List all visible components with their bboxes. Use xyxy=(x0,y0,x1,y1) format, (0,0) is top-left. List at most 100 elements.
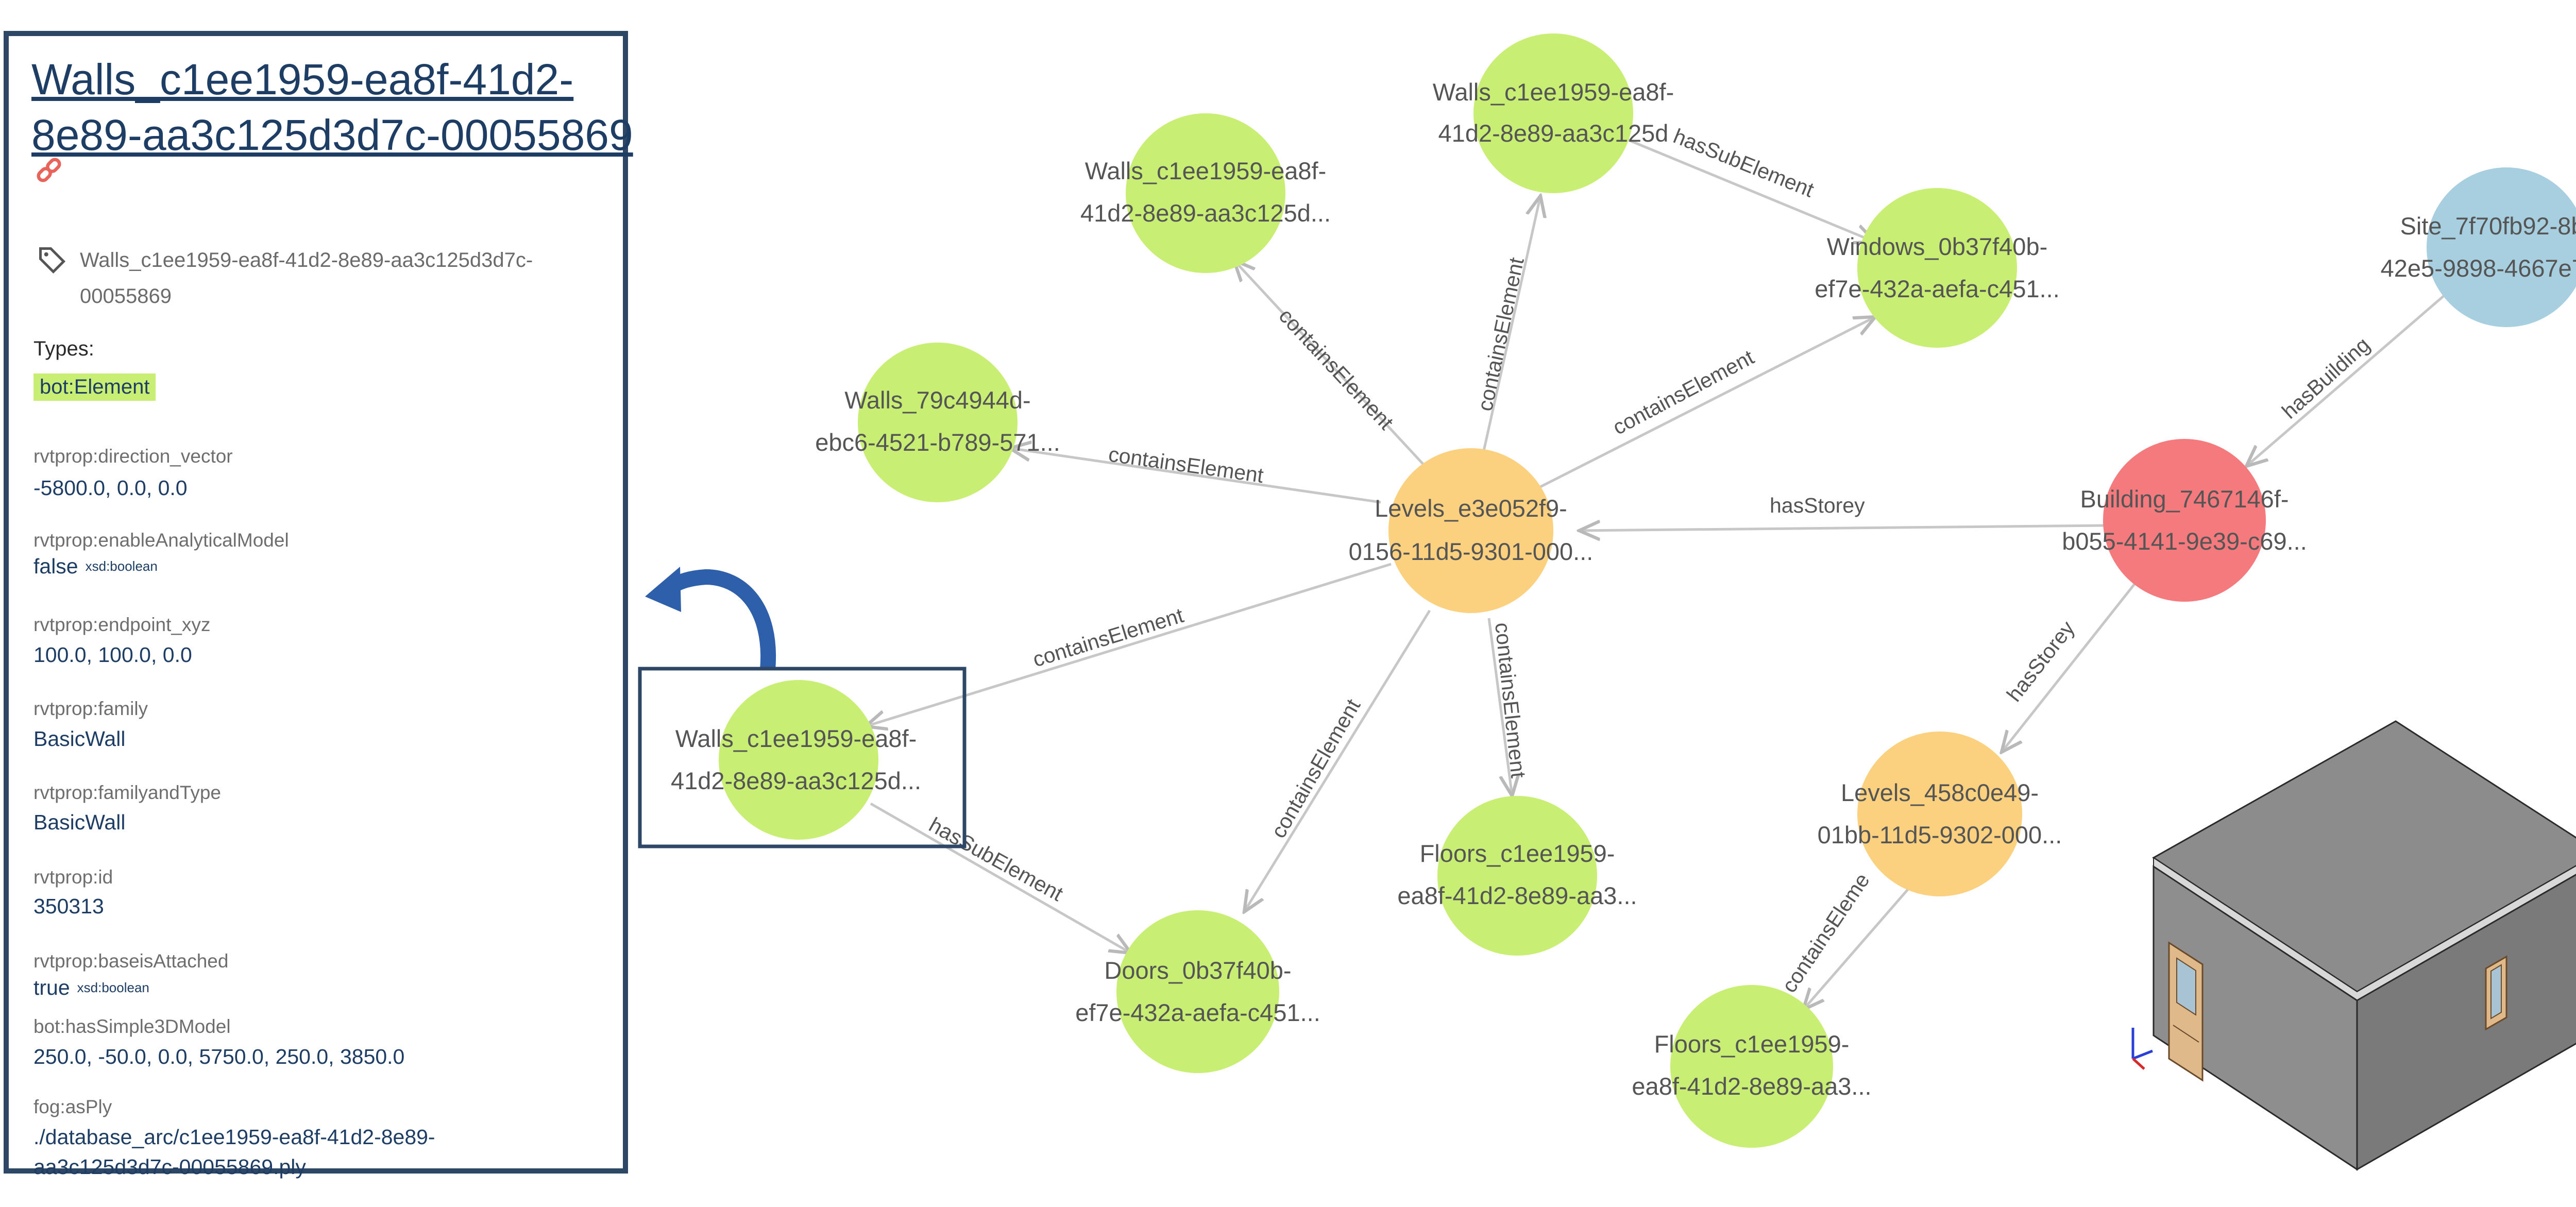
node-circle[interactable] xyxy=(1857,732,2022,896)
property-value: 350313 xyxy=(33,891,104,921)
node-label: Walls_c1ee1959-ea8f- xyxy=(1085,157,1327,184)
graph-node-floors-mid[interactable]: Floors_c1ee1959- ea8f-41d2-8e89-aa3... xyxy=(1397,796,1637,956)
node-label: b055-4141-9e39-c69... xyxy=(2062,528,2307,555)
graph-edge xyxy=(1607,130,1875,242)
property-value-text: BasicWall xyxy=(33,810,126,834)
property-label: bot:hasSimple3DModel xyxy=(33,1016,231,1037)
node-label: Doors_0b37f40b- xyxy=(1104,957,1291,984)
graph-edge xyxy=(1234,260,1433,475)
axis-y-icon xyxy=(2132,1058,2145,1070)
node-circle[interactable] xyxy=(1473,33,1633,193)
edge-label: containsElement xyxy=(1609,345,1758,439)
resource-id-line1: Walls_c1ee1959-ea8f-41d2-8e89-aa3c125d3d… xyxy=(80,249,533,271)
door-icon xyxy=(2168,941,2204,1082)
edge-label: containsElement xyxy=(1107,442,1265,487)
property-value: -5800.0, 0.0, 0.0 xyxy=(33,473,188,503)
graph-edge xyxy=(1487,618,1512,796)
resource-id-label: Walls_c1ee1959-ea8f-41d2-8e89-aa3c125d3d… xyxy=(80,242,595,314)
node-circle[interactable] xyxy=(858,343,1018,502)
graph-node-levels-main[interactable]: Levels_e3e052f9- 0156-11d5-9301-000... xyxy=(1349,448,1594,613)
property-label: rvtprop:endpoint_xyz xyxy=(33,614,211,635)
node-label: 42e5-9898-4667e717... xyxy=(2381,254,2576,282)
graph-node-walls-selected[interactable]: Walls_c1ee1959-ea8f- 41d2-8e89-aa3c125d.… xyxy=(671,680,921,840)
axis-x-icon xyxy=(2132,1049,2153,1060)
tag-icon xyxy=(39,247,66,274)
selection-box xyxy=(638,667,967,848)
property-value: 250.0, -50.0, 0.0, 5750.0, 250.0, 3850.0 xyxy=(33,1042,404,1072)
resource-title-line2[interactable]: 8e89-aa3c125d3d7c-00055869 xyxy=(31,111,633,159)
property-value: false xsd:boolean xyxy=(33,551,158,581)
graph-node-walls-upper[interactable]: Walls_c1ee1959-ea8f- 41d2-8e89-aa3c125d.… xyxy=(1080,113,1331,273)
property-label: rvtprop:direction_vector xyxy=(33,446,233,467)
property-value-text: ./database_arc/c1ee1959-ea8f-41d2-8e89- xyxy=(33,1125,435,1149)
datatype-label: xsd:boolean xyxy=(85,558,158,574)
property-label: rvtprop:family xyxy=(33,698,148,719)
node-label: ea8f-41d2-8e89-aa3... xyxy=(1397,882,1637,909)
node-label: Site_7f70fb92-8b7f- xyxy=(2400,212,2576,240)
node-label: 0156-11d5-9301-000... xyxy=(1349,538,1594,565)
node-label: ef7e-432a-aefa-c451... xyxy=(1815,275,2060,302)
pointer-arrow-icon xyxy=(666,569,776,671)
graph-node-walls-top[interactable]: Walls_c1ee1959-ea8f- 41d2-8e89-aa3c125d xyxy=(1433,33,1674,193)
node-label: Levels_458c0e49- xyxy=(1841,779,2039,806)
node-label: ef7e-432a-aefa-c451... xyxy=(1075,999,1320,1026)
graph-node-doors[interactable]: Doors_0b37f40b- ef7e-432a-aefa-c451... xyxy=(1075,910,1320,1073)
node-circle[interactable] xyxy=(1388,448,1553,613)
properties-panel: Walls_c1ee1959-ea8f-41d2- 8e89-aa3c125d3… xyxy=(4,31,633,1179)
node-circle[interactable] xyxy=(719,680,878,840)
node-label: 41d2-8e89-aa3c125d... xyxy=(671,767,921,794)
node-circle[interactable] xyxy=(1437,796,1597,956)
node-label: 01bb-11d5-9302-000... xyxy=(1818,821,2062,848)
property-value: 100.0, 100.0, 0.0 xyxy=(33,640,192,670)
node-label: 41d2-8e89-aa3c125d... xyxy=(1080,199,1331,227)
property-value-text: false xyxy=(33,554,78,578)
building-3d-model xyxy=(2131,720,2576,1171)
graph-node-walls-79c[interactable]: Walls_79c4944d- ebc6-4521-b789-571... xyxy=(815,343,1060,502)
graph-nodes: Walls_c1ee1959-ea8f- 41d2-8e89-aa3c125d … xyxy=(671,33,2576,1148)
node-label: Building_7467146f- xyxy=(2080,485,2289,513)
door-glass xyxy=(2176,957,2196,1016)
graph-node-building[interactable]: Building_7467146f- b055-4141-9e39-c69... xyxy=(2062,439,2307,602)
resource-title-line1[interactable]: Walls_c1ee1959-ea8f-41d2- xyxy=(31,55,574,104)
node-label: 41d2-8e89-aa3c125d xyxy=(1438,120,1669,147)
property-value-text: -5800.0, 0.0, 0.0 xyxy=(33,476,188,500)
edge-label: containsElement xyxy=(1473,255,1529,413)
edge-label: hasStorey xyxy=(1770,494,1865,517)
property-value-text: true xyxy=(33,976,70,999)
resource-id-line2: 00055869 xyxy=(80,285,172,308)
property-value-text: 250.0, -50.0, 0.0, 5750.0, 250.0, 3850.0 xyxy=(33,1045,405,1068)
graph-node-site[interactable]: Site_7f70fb92-8b7f- 42e5-9898-4667e717..… xyxy=(2381,167,2576,327)
node-circle[interactable] xyxy=(1857,188,2017,348)
node-circle[interactable] xyxy=(1116,910,1279,1073)
node-circle[interactable] xyxy=(1670,985,1833,1148)
node-label: ebc6-4521-b789-571... xyxy=(815,429,1060,456)
type-badge[interactable]: bot:Element xyxy=(33,373,156,401)
node-label: Walls_79c4944d- xyxy=(844,386,1030,414)
property-label: rvtprop:id xyxy=(33,866,113,888)
link-icon[interactable] xyxy=(33,155,64,185)
door-panel-line xyxy=(2173,1025,2199,1043)
node-label: Floors_c1ee1959- xyxy=(1420,840,1615,867)
pointer-arrowhead-icon xyxy=(645,567,681,612)
node-label: ea8f-41d2-8e89-aa3... xyxy=(1632,1073,1871,1100)
graph-edges xyxy=(866,130,2453,1010)
property-value-text: aa3c125d3d7c-00055869.ply xyxy=(33,1155,306,1179)
property-value: ./database_arc/c1ee1959-ea8f-41d2-8e89- … xyxy=(33,1122,435,1182)
graph-node-levels-2[interactable]: Levels_458c0e49- 01bb-11d5-9302-000... xyxy=(1818,732,2062,896)
node-label: Walls_c1ee1959-ea8f- xyxy=(675,725,917,752)
property-value: BasicWall xyxy=(33,807,125,837)
property-value-text: BasicWall xyxy=(33,727,126,751)
building-wall-right xyxy=(2356,874,2576,1171)
property-label: rvtprop:baseisAttached xyxy=(33,950,229,972)
node-circle[interactable] xyxy=(1126,113,1285,273)
node-circle[interactable] xyxy=(2427,167,2576,327)
property-label: fog:asPly xyxy=(33,1096,112,1117)
graph-edge xyxy=(1010,448,1381,504)
resource-title-link[interactable]: Walls_c1ee1959-ea8f-41d2- 8e89-aa3c125d3… xyxy=(31,52,634,163)
graph-node-windows[interactable]: Windows_0b37f40b- ef7e-432a-aefa-c451... xyxy=(1815,188,2060,348)
graph-edge xyxy=(2246,287,2453,466)
window-glass xyxy=(2490,964,2502,1019)
node-circle[interactable] xyxy=(2103,439,2266,602)
graph-node-floors-bottom[interactable]: Floors_c1ee1959- ea8f-41d2-8e89-aa3... xyxy=(1632,985,1872,1148)
